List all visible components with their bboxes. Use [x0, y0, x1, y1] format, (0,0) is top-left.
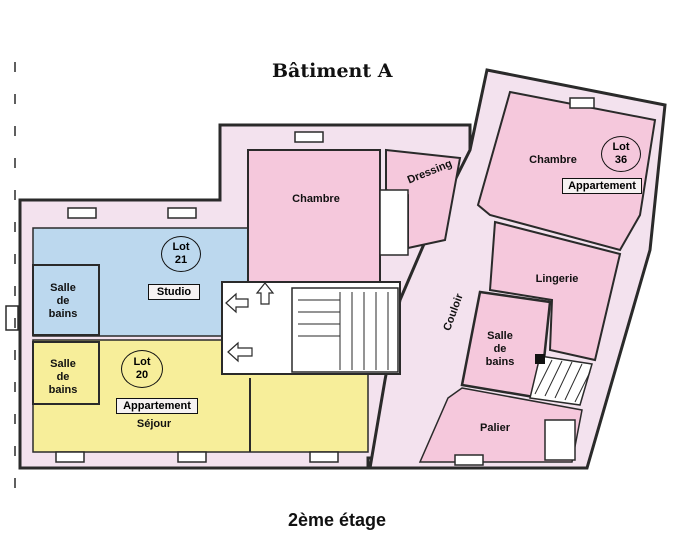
lot-36-type: Appartement	[562, 178, 642, 194]
lingerie-area	[488, 220, 622, 362]
room-sdb-21: Salle de bains	[48, 282, 78, 320]
hatched-stair	[529, 355, 593, 406]
lot-21-badge: Lot 21	[161, 236, 201, 272]
lot-21-label: Lot	[172, 241, 190, 253]
lot-20-label: Lot	[133, 356, 151, 368]
room-sejour: Séjour	[136, 418, 172, 430]
lot-20-badge: Lot 20	[121, 350, 163, 388]
room-chambre-center: Chambre	[292, 193, 340, 205]
staircase	[291, 287, 399, 373]
arrow-left-lower-icon	[227, 341, 253, 363]
lot-36-label: Lot	[612, 141, 630, 153]
building-title: Bâtiment A	[272, 60, 393, 82]
lot-36-badge: Lot 36	[601, 136, 641, 172]
palier-area	[418, 387, 583, 463]
black-block	[535, 354, 545, 364]
closet	[379, 189, 409, 256]
bathroom-lot-21-area	[32, 264, 100, 336]
hatch-lines	[534, 359, 591, 403]
arrow-left-upper-icon	[225, 292, 249, 314]
lot-21-type: Studio	[148, 284, 200, 300]
lot-20-number: 20	[135, 369, 149, 381]
lot-21-number: 21	[174, 254, 188, 266]
chambre-center-area	[247, 149, 381, 283]
room-sdb-20: Salle de bains	[48, 358, 78, 396]
room-lingerie: Lingerie	[535, 273, 579, 285]
arrow-up-icon	[255, 282, 275, 305]
room-chambre-right: Chambre	[529, 154, 577, 166]
room-sdb-right: Salle de bains	[485, 330, 515, 368]
stair-steps	[298, 292, 389, 370]
window-marks	[55, 97, 595, 466]
lot-36-number: 36	[614, 154, 628, 166]
small-stair	[544, 419, 576, 461]
meter-box	[5, 305, 19, 331]
floor-label: 2ème étage	[288, 510, 387, 530]
room-palier: Palier	[480, 422, 510, 434]
chambre-right-area	[476, 90, 657, 252]
lot-20-type: Appartement	[116, 398, 198, 414]
bathroom-lot-20-area	[32, 341, 100, 405]
